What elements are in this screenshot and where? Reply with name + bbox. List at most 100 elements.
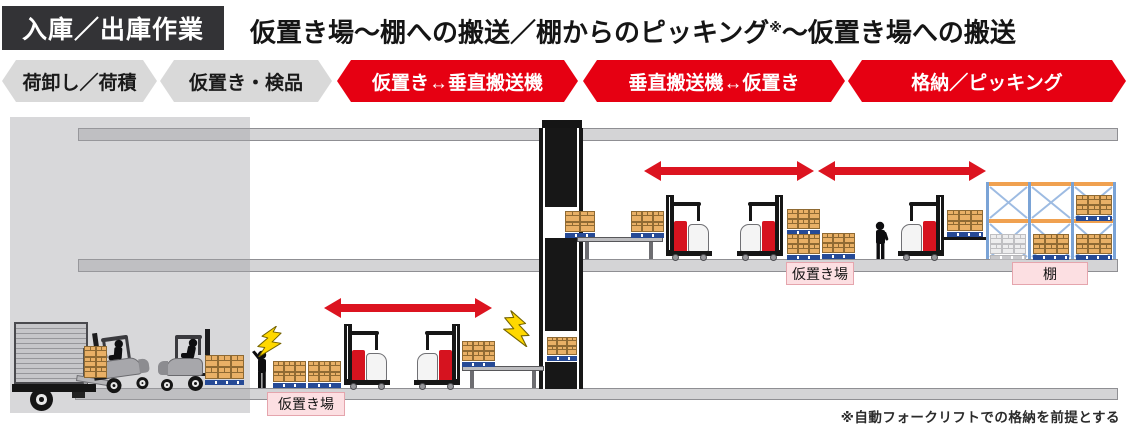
carton-box bbox=[787, 209, 798, 219]
carton-box bbox=[1002, 244, 1014, 254]
transfer-arrow-ground bbox=[324, 298, 492, 318]
rack-beam bbox=[986, 182, 1116, 186]
carton-box bbox=[787, 244, 798, 254]
truck-wheel bbox=[30, 388, 53, 411]
carton-box bbox=[473, 341, 484, 351]
carton-box bbox=[822, 233, 833, 243]
carton-box bbox=[330, 361, 341, 372]
carton-box bbox=[798, 219, 809, 229]
carton-box bbox=[1057, 244, 1069, 254]
driver-silhouette-icon bbox=[181, 338, 198, 359]
carton-box bbox=[1045, 234, 1057, 244]
reach-truck-agv-floor2 bbox=[664, 195, 714, 261]
carton-box bbox=[218, 367, 231, 379]
carton-box bbox=[653, 221, 664, 232]
carton-box bbox=[473, 351, 484, 361]
carton-box bbox=[330, 371, 341, 382]
carton-box bbox=[1045, 244, 1057, 254]
step-unload-load: 荷卸し／荷積 bbox=[2, 60, 157, 102]
carton-box bbox=[1076, 205, 1088, 215]
carton-box bbox=[84, 346, 96, 357]
reach-truck-agv bbox=[412, 324, 462, 390]
carton-box bbox=[484, 341, 495, 351]
carton-box bbox=[1100, 234, 1112, 244]
second-floor-slab bbox=[78, 259, 1118, 272]
carton-box bbox=[218, 355, 231, 367]
label-staging-floor2: 仮置き場 bbox=[786, 262, 854, 285]
rack-pallet-boxes bbox=[1033, 234, 1069, 260]
staging-pallet-boxes bbox=[308, 361, 341, 388]
carton-box bbox=[273, 371, 284, 382]
pallet-boxes bbox=[462, 341, 495, 367]
carton-box bbox=[631, 221, 642, 232]
carton-box bbox=[1088, 244, 1100, 254]
carton-box bbox=[809, 219, 820, 229]
carton-box bbox=[1076, 234, 1088, 244]
raised-fork bbox=[944, 237, 986, 240]
staging-pallet-boxes bbox=[822, 233, 855, 259]
carton-box bbox=[231, 355, 244, 367]
rack-pallet-boxes bbox=[1076, 234, 1112, 260]
carton-box bbox=[557, 346, 567, 355]
carton-box bbox=[653, 211, 664, 222]
carton-box bbox=[833, 233, 844, 243]
reach-truck-agv-storing bbox=[896, 195, 946, 261]
lift-rail-right bbox=[577, 128, 579, 389]
carton-box bbox=[844, 243, 855, 253]
carton-box bbox=[990, 234, 1002, 244]
staging-pallet-boxes bbox=[273, 361, 306, 388]
carton-box bbox=[971, 220, 983, 231]
carton-box bbox=[565, 211, 580, 222]
carton-box bbox=[642, 221, 653, 232]
transfer-table-ground bbox=[462, 366, 544, 371]
carton-box bbox=[1088, 205, 1100, 215]
carton-box bbox=[809, 234, 820, 244]
rack-pallet-boxes bbox=[1076, 195, 1112, 221]
carton-box bbox=[580, 211, 595, 222]
carton-box bbox=[231, 367, 244, 379]
carton-box bbox=[1100, 244, 1112, 254]
carton-box bbox=[84, 367, 96, 378]
carton-box bbox=[84, 356, 96, 368]
carton-box bbox=[822, 243, 833, 253]
staging-pallet-boxes-stacked bbox=[787, 209, 820, 235]
carton-box bbox=[205, 367, 218, 379]
transfer-arrow-floor2-right bbox=[818, 161, 986, 181]
carton-box bbox=[1057, 234, 1069, 244]
carton-box bbox=[1100, 195, 1112, 205]
carton-box bbox=[319, 361, 330, 372]
carton-box bbox=[295, 361, 306, 372]
lightning-bolt-icon bbox=[257, 325, 282, 358]
truck-cargo-box bbox=[14, 322, 88, 384]
title-note-mark: ※ bbox=[769, 20, 782, 35]
carton-box bbox=[1076, 244, 1088, 254]
carton-box bbox=[1033, 234, 1045, 244]
lift-top-cap bbox=[542, 120, 582, 129]
carton-box bbox=[631, 211, 642, 222]
rack-beam bbox=[986, 219, 1116, 223]
section-badge: 入庫／出庫作業 bbox=[2, 6, 224, 50]
carton-box bbox=[205, 355, 218, 367]
carton-box bbox=[580, 221, 595, 232]
title-tail: ～仮置き場への搬送 bbox=[781, 17, 1016, 48]
lightning-bolt-icon bbox=[503, 309, 530, 348]
carton-box bbox=[567, 337, 577, 346]
carton-box bbox=[565, 221, 580, 232]
carton-box bbox=[1014, 244, 1026, 254]
reach-truck-red-unit bbox=[352, 350, 365, 381]
carton-box bbox=[462, 351, 473, 361]
reach-truck-agv bbox=[342, 324, 392, 390]
truck-mudflap bbox=[72, 392, 85, 398]
carton-box bbox=[547, 346, 557, 355]
carton-box bbox=[295, 371, 306, 382]
carton-box bbox=[273, 361, 284, 372]
carton-box bbox=[833, 243, 844, 253]
carton-box bbox=[798, 234, 809, 244]
step-staging-to-lift: 仮置き↔垂直搬送機 bbox=[337, 60, 578, 102]
carton-box bbox=[308, 361, 319, 372]
carton-box bbox=[557, 337, 567, 346]
carton-box bbox=[787, 219, 798, 229]
carton-box bbox=[947, 210, 959, 221]
carton-box bbox=[787, 234, 798, 244]
step-lift-to-staging: 垂直搬送機↔仮置き bbox=[583, 60, 845, 102]
